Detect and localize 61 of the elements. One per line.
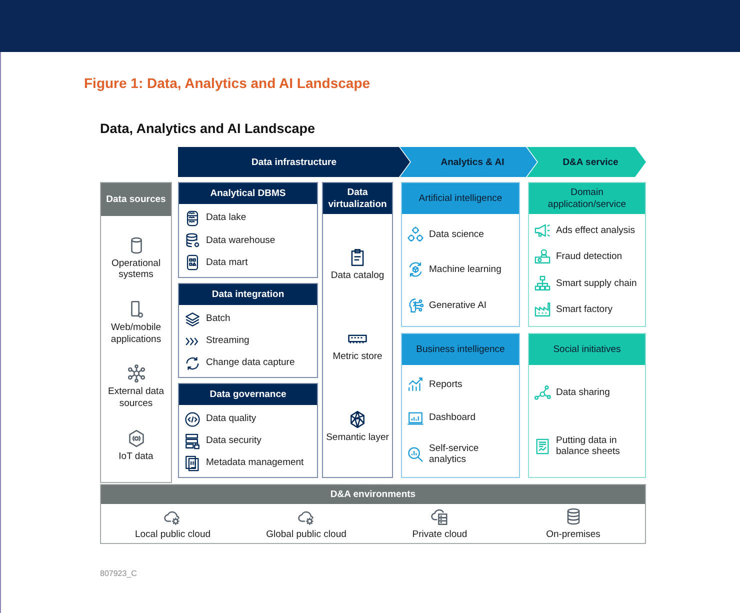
chevron-banner: [527, 147, 646, 177]
item-label: Web/mobile applications: [110, 322, 162, 345]
category-panel: [401, 182, 520, 327]
item-label: External data sources: [107, 386, 165, 410]
item-label: Smart supply chain: [556, 278, 637, 289]
panel-heading: Data sources: [101, 183, 171, 216]
item-label: On-premises: [546, 529, 600, 540]
item-label: Putting data in balance sheets: [556, 434, 621, 458]
item-label: Data science: [429, 228, 484, 240]
item-label: IoT data: [118, 450, 154, 462]
item-label: Private cloud: [412, 529, 468, 540]
item-label: Data mart: [206, 257, 248, 268]
category-panel: [100, 182, 172, 483]
item-label: Smart factory: [556, 304, 612, 316]
item-label: Metric store: [332, 350, 382, 362]
item-label: Self-service analytics: [429, 443, 480, 466]
item-label: Ads effect analysis: [556, 224, 636, 236]
panel-heading: Artificial intelligence: [402, 183, 519, 214]
category-panel: [178, 383, 318, 478]
panel-heading: Analytical DBMS: [179, 183, 317, 204]
category-panel: [100, 484, 646, 544]
panel-heading: Data virtualization: [323, 183, 392, 214]
panel-heading: Business intelligence: [402, 334, 519, 365]
chevron-banner: [178, 147, 410, 177]
panel-heading: Social initiatives: [529, 334, 645, 365]
item-label: Data warehouse: [206, 234, 276, 246]
item-label: Data catalog: [330, 270, 384, 282]
item-label: Dashboard: [429, 412, 476, 424]
category-panel: [528, 333, 646, 478]
diagram-heading: Data, Analytics and AI Landscape: [100, 121, 316, 136]
item-label: Data sharing: [556, 387, 610, 399]
item-label: Generative AI: [429, 300, 487, 311]
item-label: Machine learning: [429, 264, 502, 276]
item-label: Batch: [206, 313, 230, 325]
category-panel: [322, 182, 393, 478]
chevron-banner: [400, 147, 537, 177]
panel-heading: Data governance: [179, 384, 317, 405]
item-label: Reports: [429, 379, 462, 390]
item-label: Operational systems: [110, 258, 162, 281]
figure-id: 807923_C: [100, 569, 137, 578]
category-panel: [528, 182, 646, 327]
category-panel: [401, 333, 520, 478]
banner-label: Analytics & AI: [440, 156, 504, 168]
panel-heading: Domain application/service: [529, 183, 645, 214]
figure-title: Figure 1: Data, Analytics and AI Landscape: [84, 75, 370, 91]
item-label: Data quality: [206, 413, 256, 425]
panel-heading: Data integration: [179, 284, 317, 305]
item-label: Streaming: [206, 335, 250, 347]
panel-heading: D&A environments: [101, 485, 645, 504]
item-label: Semantic layer: [326, 432, 389, 444]
banner-label: D&A service: [562, 156, 618, 168]
item-label: Change data capture: [206, 357, 295, 369]
category-panel: [178, 182, 318, 278]
item-label: Global public cloud: [266, 529, 346, 540]
item-label: Metadata management: [206, 457, 304, 469]
item-label: Fraud detection: [556, 251, 622, 262]
item-label: Local public cloud: [134, 529, 211, 540]
item-label: Data security: [206, 435, 262, 447]
item-label: Data lake: [206, 212, 246, 224]
banner-label: Data infrastructure: [252, 156, 336, 168]
category-panel: [178, 283, 318, 378]
